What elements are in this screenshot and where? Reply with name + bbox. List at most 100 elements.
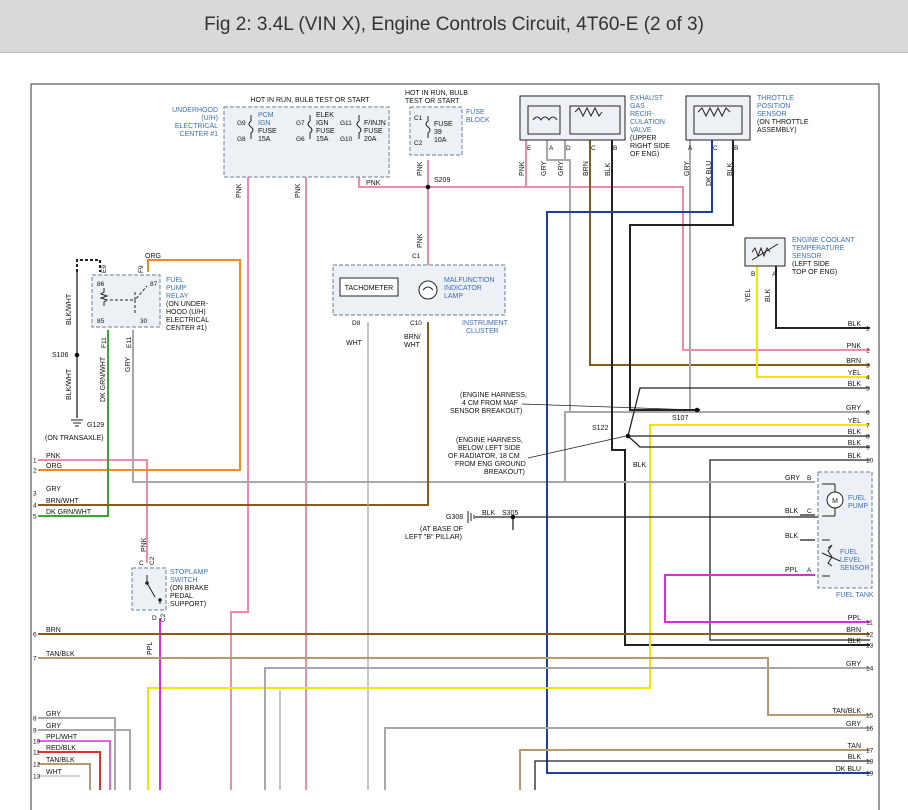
hot-label-1: HOT IN RUN, BULB TEST OR START — [250, 97, 370, 104]
egr-wire-gry-2: GRY — [558, 161, 565, 176]
fuse-symbol-1 — [248, 115, 254, 139]
egr-wire-gry-1: GRY — [541, 161, 548, 176]
ect-name-3: (LEFT SIDE — [792, 261, 830, 268]
relay-wire-blkwht-2: BLK/WHT — [66, 368, 73, 400]
stoplamp-wire-pnk: PNK — [141, 537, 148, 552]
ect-resistor — [751, 243, 779, 261]
right-edge-wire-labels: 1BLK2PNK3BRN4YEL5BLK6GRY7YEL8BLK9BLK10BL… — [832, 321, 873, 778]
egr-valve: EXHAUST GAS RECIR- CULATION VALVE (UPPER… — [519, 95, 670, 176]
wire-blk-tps — [629, 140, 734, 411]
fuel-pump-leads — [822, 483, 836, 517]
right-wire-color: TAN — [848, 743, 861, 750]
relay-name-4: HOOD (U/H) — [166, 309, 206, 316]
fuse-block-box — [409, 106, 463, 156]
stoplamp-node-1 — [145, 581, 149, 585]
cluster-wire-wht: WHT — [346, 340, 363, 347]
cluster-pin-d8: D8 — [352, 320, 361, 327]
uh-f1-1: IGN — [258, 120, 270, 127]
fb-pin-c2: C2 — [414, 140, 423, 147]
left-wire-color: ORG — [46, 463, 62, 470]
left-wire-color: TAN/BLK — [46, 651, 75, 658]
uh-wire-pnk-1: PNK — [236, 183, 243, 198]
left-wire-num: 1 — [33, 458, 37, 465]
fuel-pump-pin-b: B — [807, 475, 811, 482]
right-wire-color: BRN — [846, 627, 861, 634]
egr-name-1: GAS — [630, 103, 645, 110]
stoplamp-name-0: STOPLAMP — [170, 569, 208, 576]
left-wire-color: RED/BLK — [46, 745, 76, 752]
stoplamp-wire-ppl: PPL — [147, 642, 154, 655]
left-wire-color: WHT — [46, 769, 63, 776]
mil-name-1: INDICATOR — [444, 285, 482, 292]
instrument-cluster: TACHOMETER MALFUNCTION INDICATOR LAMP IN… — [332, 264, 509, 349]
relay-contact — [110, 285, 148, 314]
splice-s122-dot — [625, 433, 631, 439]
right-wire-color: BLK — [848, 638, 862, 645]
right-wire-num: 14 — [866, 666, 874, 673]
right-wire-num: 6 — [866, 410, 870, 417]
fuel-level-name-2: SENSOR — [840, 565, 870, 572]
splice-s122-blk: BLK — [633, 462, 647, 469]
fuel-level-name-1: LEVEL — [840, 557, 862, 564]
wire-blk-egr — [611, 140, 870, 646]
left-wire-num: 6 — [33, 632, 37, 639]
splice-s106-dot — [74, 352, 80, 358]
left-wire-color: PNK — [46, 453, 61, 460]
ect-pin-b: B — [751, 271, 755, 278]
right-wire-num: 3 — [866, 363, 870, 370]
egr-name-4: VALVE — [630, 127, 652, 134]
harness1-2: SENSOR BREAKOUT) — [450, 408, 522, 415]
relay-name-3: (ON UNDER- — [166, 301, 209, 308]
ect-name-0: ENGINE COOLANT — [792, 237, 855, 244]
tps-name-2: SENSOR — [757, 111, 787, 118]
egr-wire-blk: BLK — [605, 162, 612, 176]
s305-wire-blk: BLK — [482, 510, 496, 517]
egr-name-0: EXHAUST — [630, 95, 664, 102]
uh-f2-2: FUSE — [316, 128, 335, 135]
fuel-level-leads — [822, 539, 830, 577]
fb-fuse-0: FUSE — [434, 121, 453, 128]
egr-pin-c: C — [591, 145, 596, 152]
relay-name-2: RELAY — [166, 293, 189, 300]
harness-notes: (ENGINE HARNESS, 4 CM FROM MAF SENSOR BR… — [448, 392, 700, 476]
throttle-position-sensor: THROTTLE POSITION SENSOR (ON THROTTLE AS… — [684, 95, 809, 186]
splice-s106: S106 — [52, 352, 68, 359]
right-wire-num: 18 — [866, 759, 874, 766]
wires — [38, 140, 870, 790]
uh-pin-g9: G9 — [237, 120, 246, 127]
wire-brn-egr — [589, 140, 870, 366]
wire-pnk-left1 — [38, 459, 148, 563]
left-wire-num: 7 — [33, 656, 37, 663]
right-wire-num: 4 — [866, 375, 870, 382]
cluster-pin-c10: C10 — [410, 320, 422, 327]
wire-gry-8 — [38, 717, 116, 790]
splice-s209: S209 — [434, 177, 450, 184]
relay-wire-dkgrnwht: DK GRN/WHT — [100, 356, 107, 402]
ground-g308-loc-0: (AT BASE OF — [420, 526, 463, 533]
fb-name-0: FUSE — [466, 109, 485, 116]
relay-wire-gry: GRY — [125, 357, 132, 372]
harness1-0: (ENGINE HARNESS, — [460, 392, 527, 399]
left-wire-color: GRY — [46, 486, 61, 493]
stoplamp-name-3: PEDAL — [170, 593, 193, 600]
left-wire-num: 10 — [33, 739, 41, 746]
tachometer-label: TACHOMETER — [345, 285, 393, 292]
egr-coil — [532, 116, 558, 121]
right-wire-num: 15 — [866, 713, 874, 720]
egr-name-3: CULATION — [630, 119, 665, 126]
cluster-pin-c1: C1 — [412, 253, 421, 260]
right-wire-num: 2 — [866, 348, 870, 355]
fuel-pump-relay: 86 87 85 30 E9 F9 F11 E11 FUEL PUMP RELA… — [91, 265, 209, 348]
right-wire-color: GRY — [846, 405, 861, 412]
mil-name-0: MALFUNCTION — [444, 277, 495, 284]
stoplamp-pin-c: C — [139, 560, 144, 567]
relay-pin-85: 85 — [97, 318, 105, 325]
cluster-wire-brn-2: WHT — [404, 342, 421, 349]
diagram-frame — [30, 83, 880, 810]
fuel-level-resistor — [821, 544, 841, 567]
wire-ppl-level — [664, 574, 870, 623]
wire-blkwht — [76, 259, 101, 272]
right-wire-color: YEL — [848, 418, 861, 425]
wire-tan-17 — [519, 749, 870, 790]
egr-name-2: RECIR- — [630, 111, 655, 118]
